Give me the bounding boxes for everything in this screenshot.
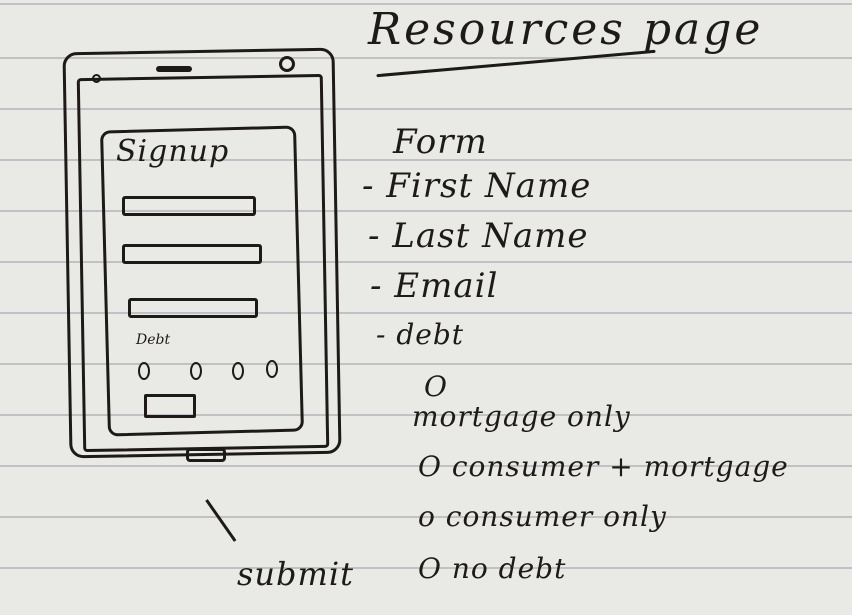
form-heading: Form [393, 122, 488, 162]
debt-radio[interactable] [232, 362, 244, 380]
debt-label: Debt [136, 332, 171, 348]
submit-button[interactable] [144, 394, 196, 418]
speaker-icon [156, 66, 192, 72]
debt-radio[interactable] [266, 360, 278, 378]
last-name-input[interactable] [122, 244, 262, 264]
submit-annotation: submit [237, 555, 354, 593]
field-last-name: - Last Name [368, 216, 589, 256]
debt-radio[interactable] [190, 362, 202, 380]
field-first-name: - First Name [362, 166, 592, 206]
field-debt: - debt [376, 318, 465, 351]
debt-option-mortgage-only: mortgage only [412, 400, 631, 433]
page-title: Resources page [368, 4, 764, 55]
debt-radio[interactable] [138, 362, 150, 380]
signup-title: Signup [116, 134, 230, 169]
field-email: - Email [370, 266, 499, 306]
debt-option-no-debt: O no debt [418, 552, 567, 585]
first-name-input[interactable] [122, 196, 256, 216]
debt-option-bullet: O [424, 370, 448, 403]
signup-card [100, 125, 304, 437]
debt-option-consumer-only: o consumer only [418, 500, 667, 533]
email-input[interactable] [128, 298, 258, 318]
camera-icon [279, 56, 295, 72]
debt-option-consumer-mortgage: O consumer + mortgage [418, 450, 789, 483]
home-button-icon [186, 448, 226, 462]
sensor-icon [92, 74, 101, 83]
